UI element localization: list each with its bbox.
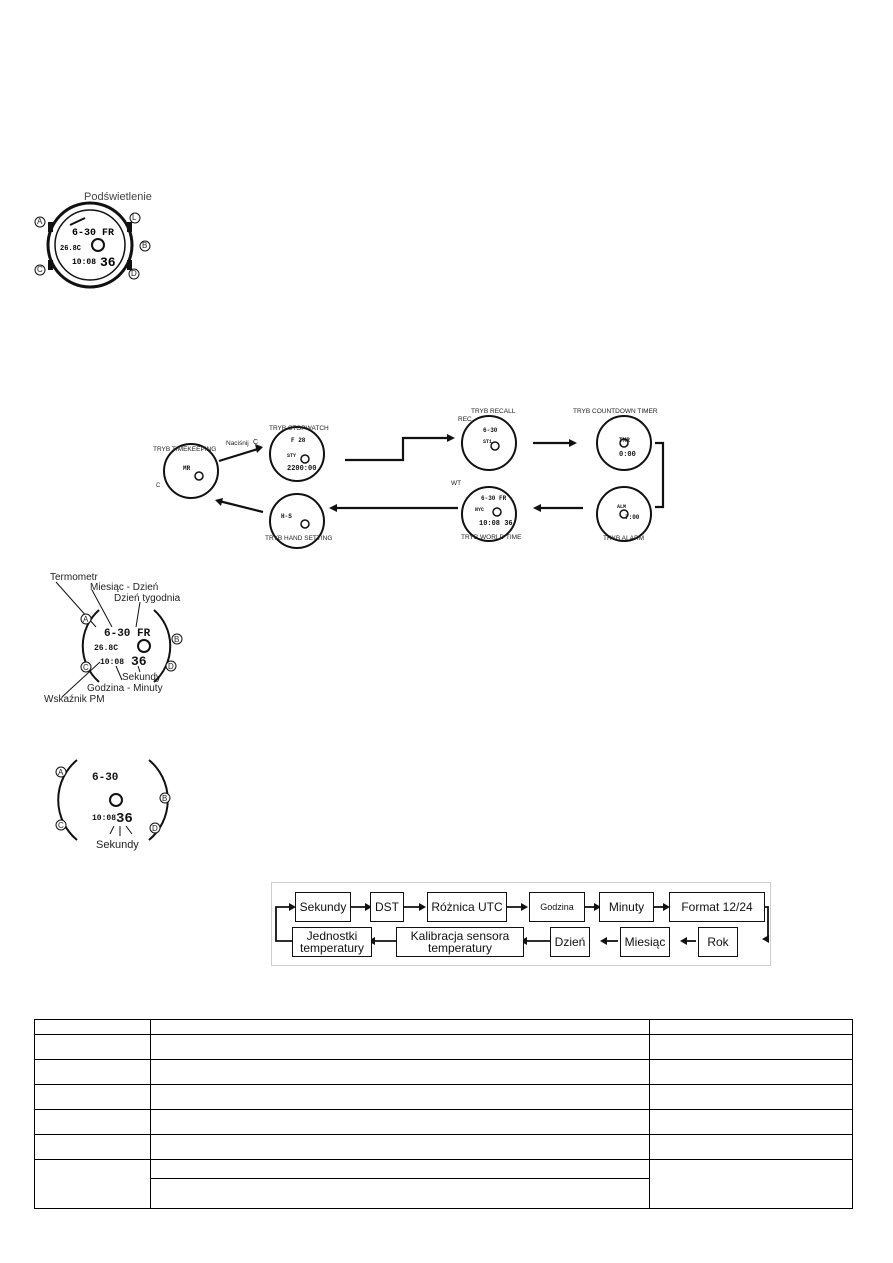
svg-text:6-30: 6-30 <box>483 427 498 434</box>
flow-seconds: Sekundy <box>295 892 351 922</box>
flow-format: Format 12/24 <box>669 892 765 922</box>
svg-text:MR: MR <box>183 465 191 472</box>
button-l-label: L <box>132 213 137 222</box>
seconds-button-c: C <box>58 821 64 830</box>
flow-temp-units: Jednostki temperatury <box>292 927 372 957</box>
flow-day: Dzień <box>550 927 590 957</box>
label-seconds: Sekundy <box>122 672 161 683</box>
svg-text:36: 36 <box>131 654 147 669</box>
svg-text:10:08: 10:08 <box>72 258 96 267</box>
svg-text:6-30 FR: 6-30 FR <box>481 495 507 502</box>
mode-cycle-figure: MR F 28 STY 2200:00 H-S 6-30 ST1 TMR 0:0… <box>153 408 678 549</box>
empty-table <box>34 1019 853 1209</box>
svg-text:26.8C: 26.8C <box>60 245 81 253</box>
table-row <box>34 1059 853 1085</box>
svg-text:TMR: TMR <box>619 437 630 444</box>
display-button-c: C <box>83 663 89 672</box>
watch-backlight-figure: 6-30 FR 26.8C 10:08 36 <box>34 201 151 289</box>
table-row <box>34 1134 853 1160</box>
flow-hour: Godzina <box>529 892 585 922</box>
table-row <box>34 1034 853 1060</box>
label-hour-minute: Godzina - Minuty <box>87 683 163 694</box>
flow-month: Miesiąc <box>620 927 670 957</box>
button-d-label: D <box>131 269 137 278</box>
table-row <box>34 1159 853 1209</box>
button-a-label: A <box>37 217 43 226</box>
label-thermometer: Termometr <box>50 572 98 583</box>
svg-text:F 28: F 28 <box>291 437 306 444</box>
svg-text:10:08: 10:08 <box>92 814 116 823</box>
flow-utc-diff: Różnica UTC <box>427 892 507 922</box>
table-row <box>35 1178 853 1209</box>
svg-text:7:00: 7:00 <box>625 514 640 521</box>
mode-recall: TRYB RECALL <box>471 408 516 415</box>
label-weekday: Dzień tygodnia <box>114 593 181 604</box>
setting-flow-figure: Sekundy DST Różnica UTC Godzina Minuty F… <box>271 882 771 966</box>
svg-text:2200:00: 2200:00 <box>287 465 316 473</box>
flow-year: Rok <box>698 927 738 957</box>
display-figure: 6-30 FR 26.8C 10:08 36 A B C D Termometr… <box>44 572 190 705</box>
svg-text:ALM: ALM <box>617 504 626 510</box>
backlight-label: Podświetlenie <box>84 191 152 203</box>
svg-text:STY: STY <box>287 453 296 459</box>
flow-minutes: Minuty <box>599 892 654 922</box>
svg-text:ST1: ST1 <box>483 439 492 445</box>
svg-text:36: 36 <box>100 255 116 270</box>
display-button-a: A <box>83 615 89 624</box>
table-row <box>34 1019 853 1035</box>
wt-label: WT <box>451 480 462 487</box>
svg-text:10:08 36: 10:08 36 <box>479 520 513 528</box>
press-button-label: C <box>253 439 259 446</box>
mode-hand-setting: TRYB HAND SETTING <box>265 535 333 542</box>
svg-text:26.8C: 26.8C <box>94 644 118 653</box>
svg-text:6-30: 6-30 <box>92 772 118 784</box>
rec-label: REC <box>458 416 472 423</box>
mode-countdown: TRYB COUNTDOWN TIMER <box>573 408 658 415</box>
seconds-button-d: D <box>152 824 158 833</box>
mode-alarm: TRYB ALARM <box>603 535 645 542</box>
table-row <box>34 1109 853 1135</box>
svg-text:6-30 FR: 6-30 FR <box>72 228 114 239</box>
seconds-button-a: A <box>58 768 64 777</box>
mode-button-c-label: C <box>156 483 161 489</box>
label-pm: Wskaźnik PM <box>44 694 105 705</box>
button-b-label: B <box>142 241 148 250</box>
press-label: Naciśnij <box>226 440 249 447</box>
seconds-button-b: B <box>162 794 168 803</box>
svg-text:10:08: 10:08 <box>100 658 124 667</box>
mode-timekeeping: TRYB TIMEKEEPING <box>153 446 217 453</box>
svg-text:0:00: 0:00 <box>619 451 636 459</box>
display-button-b: B <box>174 635 180 644</box>
svg-text:NYC: NYC <box>475 507 484 513</box>
svg-text:H-S: H-S <box>281 513 292 520</box>
table-row <box>34 1084 853 1110</box>
button-c-label: C <box>37 265 43 274</box>
seconds-figure: 6-30 10:08 36 A B C D Sekundy <box>52 759 174 856</box>
flow-temp-calibration: Kalibracja sensora temperatury <box>396 927 524 957</box>
mode-stopwatch: TRYB STOPWATCH <box>269 425 329 432</box>
label-month-day: Miesiąc - Dzień <box>90 582 159 593</box>
display-button-d: D <box>168 662 174 671</box>
svg-text:36: 36 <box>116 811 133 827</box>
mode-world-time: TRYB WORLD TIME <box>461 534 522 541</box>
seconds-label: Sekundy <box>96 839 139 851</box>
flow-dst: DST <box>370 892 404 922</box>
svg-text:6-30 FR: 6-30 FR <box>104 628 151 640</box>
